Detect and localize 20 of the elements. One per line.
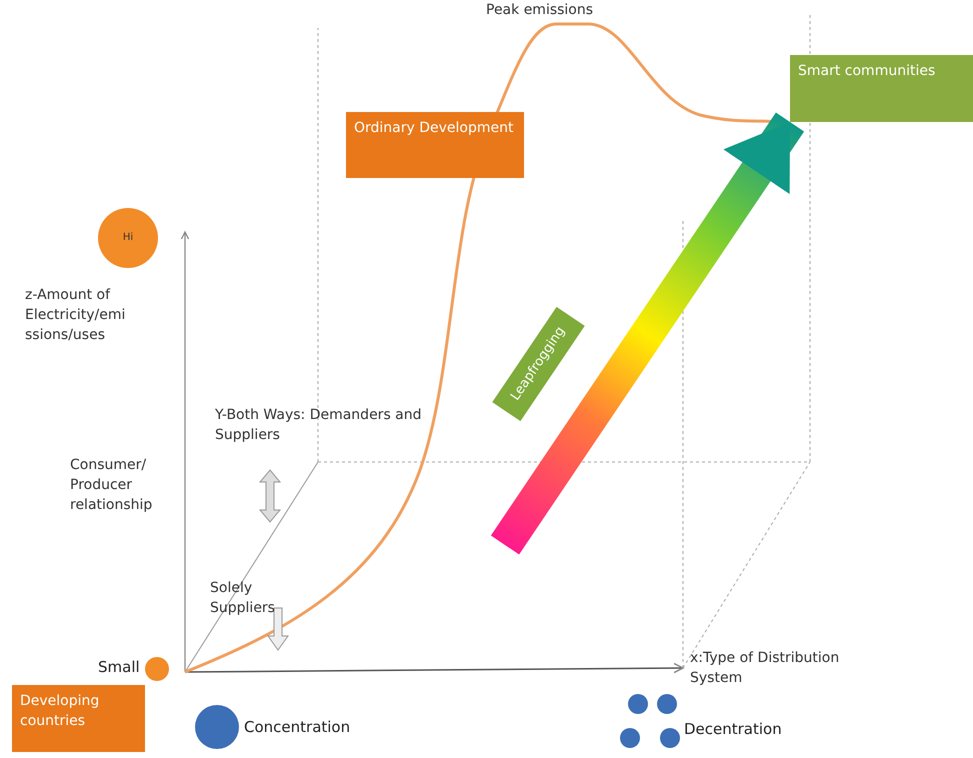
circle-node (620, 728, 640, 748)
node-caption: Concentration (244, 718, 350, 736)
node-caption: Small (98, 658, 140, 676)
annotation: Peak emissions (486, 1, 594, 20)
gradient-arrow (490, 112, 804, 554)
process-box: Developing countries (12, 685, 145, 752)
circle-node (145, 657, 169, 681)
circle-node (657, 694, 677, 714)
process-box: Ordinary Development (346, 112, 524, 178)
circle-node (628, 694, 648, 714)
circle-node: Hi (98, 208, 158, 268)
axis-label: Solely Suppliers (210, 579, 276, 618)
axis-label: x:Type of Distribution System (690, 649, 840, 688)
circle-node (660, 728, 680, 748)
axis-label: Consumer/ Producer relationship (70, 456, 154, 515)
axis-label: z-Amount of Electricity/emi ssions/uses (25, 286, 126, 345)
process-box: Smart communities (790, 55, 973, 122)
axis-label: Y-Both Ways: Demanders and Suppliers (215, 406, 423, 445)
node-caption: Decentration (684, 720, 782, 738)
circle-node (195, 705, 239, 749)
